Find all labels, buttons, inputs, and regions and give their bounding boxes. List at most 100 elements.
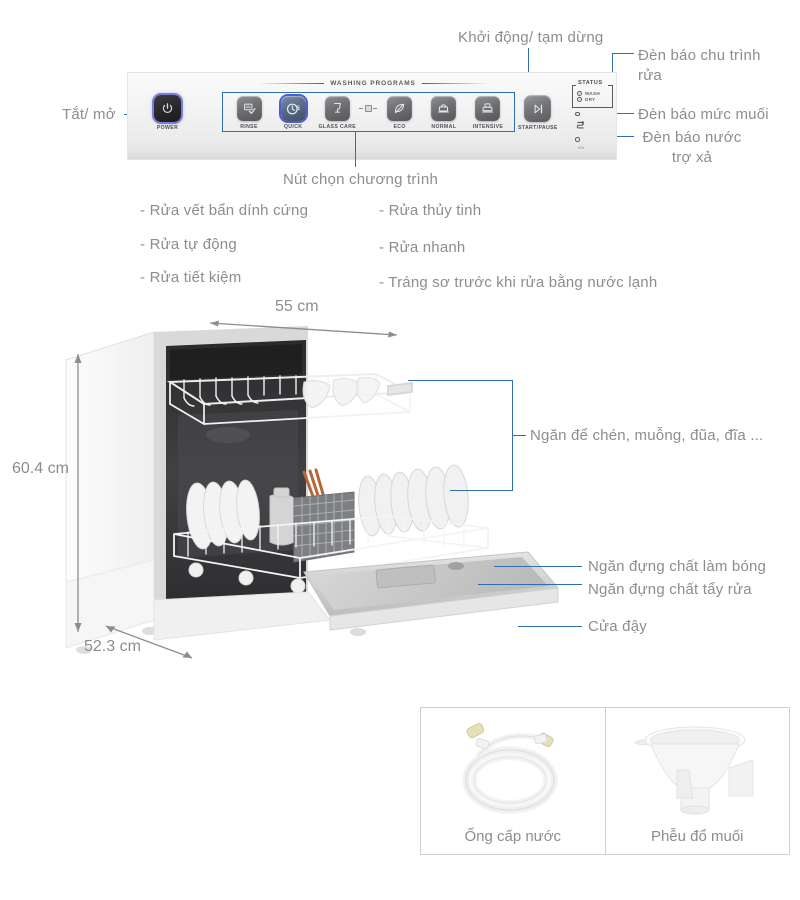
salt-funnel-art — [606, 708, 790, 828]
funnel-fin-left — [676, 769, 694, 799]
program-desc-left-0: - Rửa vết bẩn dính cứng — [140, 202, 309, 219]
start-pause-button[interactable] — [524, 95, 552, 122]
control-panel: WASHING PROGRAMS POWER — [127, 72, 617, 160]
rack-wheels — [188, 562, 306, 594]
status-led-wash: WASH — [577, 90, 609, 96]
status-box-corner-left — [573, 85, 577, 86]
washing-programs-title: WASHING PROGRAMS — [330, 80, 416, 87]
funnel-fin-right — [728, 759, 754, 797]
salt-indicator-led-icon — [575, 111, 580, 116]
status-title: STATUS — [576, 80, 605, 86]
glass-jar — [269, 487, 295, 546]
leader-rack-bottom — [450, 490, 513, 491]
connector-box-icon — [364, 105, 372, 112]
program-label-rinse: RINSE — [240, 124, 258, 130]
annotation-detergent-compartment: Ngăn đựng chất tẩy rửa — [588, 581, 752, 598]
accessory-label-water-hose: Ống cấp nước — [464, 828, 562, 845]
detergent-compartment-art — [375, 564, 436, 589]
normal-button-face[interactable] — [431, 96, 457, 121]
dimension-depth-label: 52.3 cm — [84, 638, 141, 655]
dimension-depth-arrow — [105, 625, 193, 659]
annotation-rinse-aid-compartment: Ngăn đựng chất làm bóng — [588, 558, 767, 575]
accessory-salt-funnel: Phễu đổ muối — [605, 707, 790, 855]
plates-right — [358, 464, 469, 537]
program-button-glass-care[interactable]: GLASS CARE — [315, 96, 359, 130]
water-hose-art — [421, 708, 605, 828]
rinse-icon — [243, 103, 255, 114]
dimension-height-arrow — [74, 354, 82, 632]
intensive-button-face[interactable] — [475, 96, 501, 121]
program-buttons-group: RINSE QUICK — [222, 92, 515, 132]
wash-led-label: WASH — [585, 90, 600, 96]
leader-detergent-compartment — [478, 584, 582, 585]
upper-rack-dishes — [302, 377, 381, 409]
door-panel — [303, 551, 559, 636]
salt-indicator-icon — [575, 117, 586, 135]
dry-led-label: DRY — [585, 97, 596, 102]
annotation-power: Tắt/ mở — [62, 106, 116, 123]
program-button-normal[interactable]: NORMAL — [422, 96, 466, 130]
program-desc-right-1: - Rửa nhanh — [379, 239, 466, 256]
dimension-width-arrow — [209, 320, 398, 338]
dimension-width-label: 55 cm — [275, 298, 319, 315]
annotation-door: Cửa đậy — [588, 618, 647, 635]
rinse-button-face[interactable] — [236, 96, 262, 121]
quick-button-face[interactable] — [280, 96, 306, 121]
annotation-rack: Ngăn để chén, muỗng, đũa, đĩa ... — [530, 427, 764, 444]
status-box: STATUS WASH DRY — [572, 80, 613, 108]
program-button-eco[interactable]: ECO — [378, 96, 422, 130]
dishwasher-svg — [65, 326, 559, 654]
rinse-aid-cap-art — [448, 562, 464, 570]
dishwasher-illustration — [58, 320, 578, 680]
washing-programs-heading: WASHING PROGRAMS — [258, 80, 489, 87]
connector-dash-right — [373, 108, 378, 109]
program-label-quick: QUICK — [283, 124, 303, 130]
intensive-icon — [482, 103, 494, 113]
eco-button-face[interactable] — [387, 96, 413, 121]
status-cluster: STATUS WASH DRY — [572, 80, 618, 162]
annotation-program-select: Nút chọn chương trình — [283, 171, 438, 188]
normal-pot-icon — [438, 104, 450, 113]
program-desc-right-0: - Rửa thủy tinh — [379, 202, 482, 219]
wash-led-icon — [577, 90, 582, 96]
leader-line-start-pause — [528, 48, 529, 84]
program-link-connector — [359, 105, 378, 112]
program-label-glass-care: GLASS CARE — [318, 124, 357, 130]
water-hose-icon — [462, 723, 558, 814]
annotation-start-pause: Khởi động/ tạm dừng — [458, 29, 604, 46]
cabinet-base — [153, 591, 331, 641]
plates-left — [186, 479, 260, 550]
leader-rinse-aid-compartment — [494, 566, 582, 567]
play-pause-icon — [534, 104, 542, 113]
program-label-eco: ECO — [393, 124, 406, 130]
program-button-rinse[interactable]: RINSE — [227, 96, 271, 130]
accessories-panel: Ống cấp nước Phễu đổ muối — [420, 707, 790, 855]
heading-rule-left — [258, 83, 325, 84]
leader-rack-stub — [512, 435, 526, 436]
dimension-height-label: 60.4 cm — [12, 460, 69, 477]
leader-line-program-select — [355, 131, 356, 167]
power-button[interactable] — [154, 95, 181, 122]
glass-icon — [333, 102, 341, 113]
hose-connector-right — [533, 732, 554, 748]
program-desc-right-2: - Tráng sơ trước khi rửa bằng nước lạnh — [379, 274, 658, 291]
glass-care-button-face[interactable] — [324, 96, 350, 121]
program-label-normal: NORMAL — [431, 124, 457, 130]
indicator-stack — [572, 111, 618, 162]
rinse-aid-indicator-led-icon — [575, 137, 580, 142]
program-button-quick[interactable]: QUICK — [271, 96, 315, 130]
program-desc-left-2: - Rửa tiết kiệm — [140, 269, 242, 286]
start-pause-button-wrap[interactable]: START/PAUSE — [518, 95, 558, 131]
eco-leaf-icon — [395, 103, 405, 114]
program-button-intensive[interactable]: INTENSIVE — [466, 96, 510, 130]
funnel-handle — [634, 739, 648, 746]
salt-funnel-icon — [634, 726, 754, 815]
program-desc-left-1: - Rửa tự động — [140, 236, 237, 253]
accessory-label-salt-funnel: Phễu đổ muối — [650, 828, 744, 845]
leader-door — [518, 626, 582, 627]
lower-rack — [173, 464, 489, 594]
heading-rule-right — [421, 83, 489, 84]
quick-clock-icon — [287, 103, 301, 114]
power-button-wrap[interactable]: POWER — [154, 95, 181, 131]
